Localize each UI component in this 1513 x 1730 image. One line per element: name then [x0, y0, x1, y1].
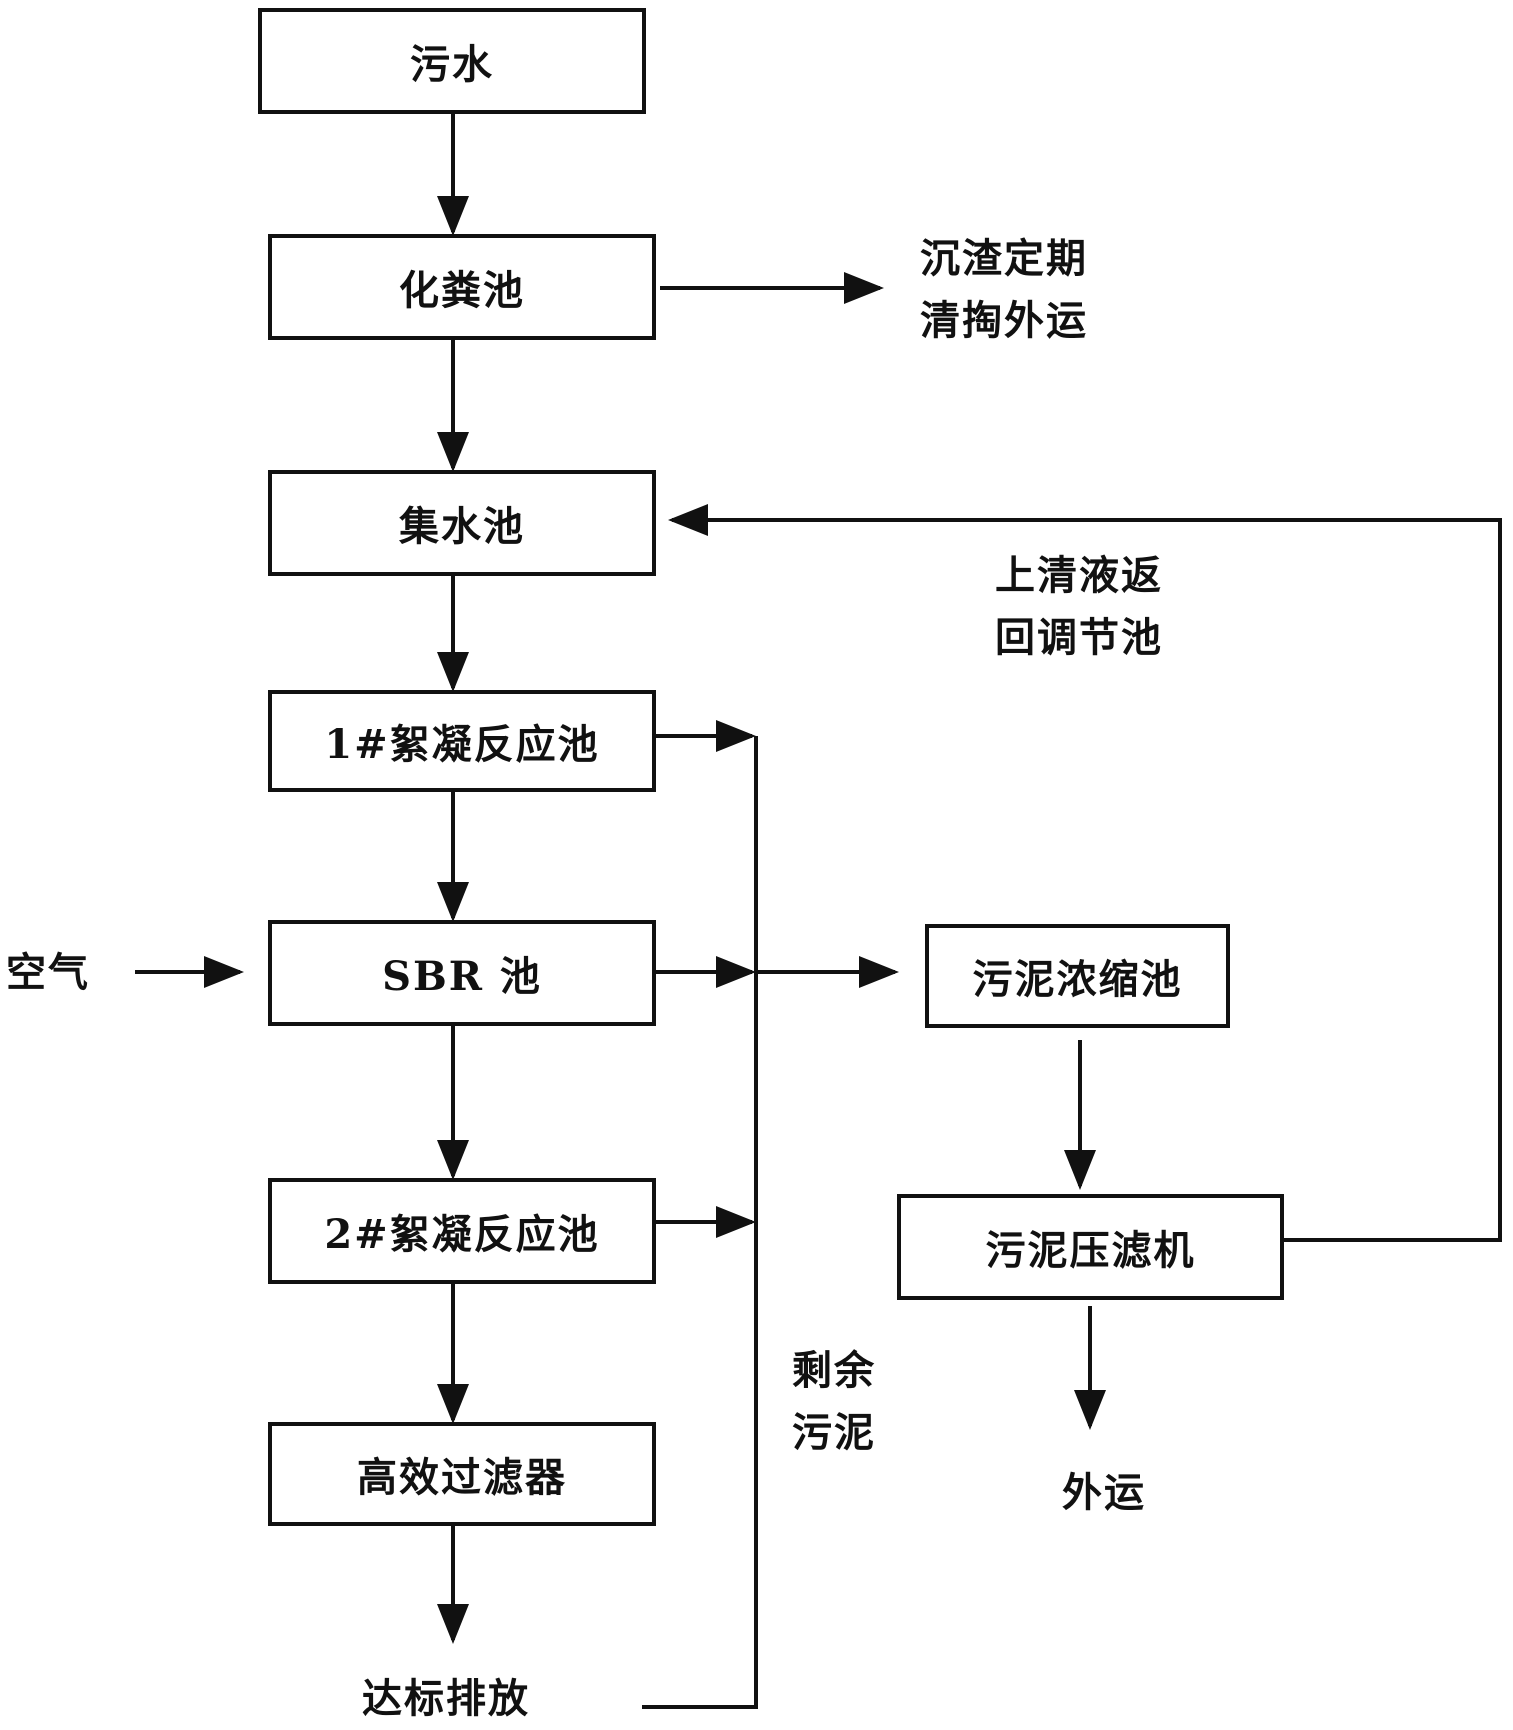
supernatant-label-line2: 回调节池: [995, 614, 1163, 661]
air-label: 空气: [6, 949, 90, 996]
septic-tank-box: 化粪池: [268, 234, 656, 340]
sewage-box: 污水: [258, 8, 646, 114]
supernatant-label-line1: 上清液返: [995, 552, 1163, 599]
sediment-label-line2: 清掏外运: [920, 297, 1088, 344]
collection-tank-box: 集水池: [268, 470, 656, 576]
sludge-filter-press-box: 污泥压滤机: [897, 1194, 1284, 1300]
transport-out-label: 外运: [1062, 1469, 1146, 1516]
excess-sludge-label: 剩余 污泥: [792, 1340, 876, 1464]
sediment-label: 沉渣定期 清掏外运: [920, 228, 1088, 352]
excess-sludge-label-line1: 剩余: [792, 1347, 876, 1394]
flocculation-tank-1-box: 1#絮凝反应池: [268, 690, 656, 792]
supernatant-return-label: 上清液返 回调节池: [995, 545, 1163, 669]
sbr-tank-box: SBR 池: [268, 920, 656, 1026]
sludge-collector-line: [642, 736, 758, 1709]
supernatant-return-line: [668, 504, 1502, 1242]
sludge-thickener-box: 污泥浓缩池: [925, 924, 1230, 1028]
flocculation-tank-2-box: 2#絮凝反应池: [268, 1178, 656, 1284]
excess-sludge-label-line2: 污泥: [792, 1409, 876, 1456]
high-efficiency-filter-box: 高效过滤器: [268, 1422, 656, 1526]
sediment-label-line1: 沉渣定期: [920, 235, 1088, 282]
discharge-label: 达标排放: [362, 1675, 530, 1722]
